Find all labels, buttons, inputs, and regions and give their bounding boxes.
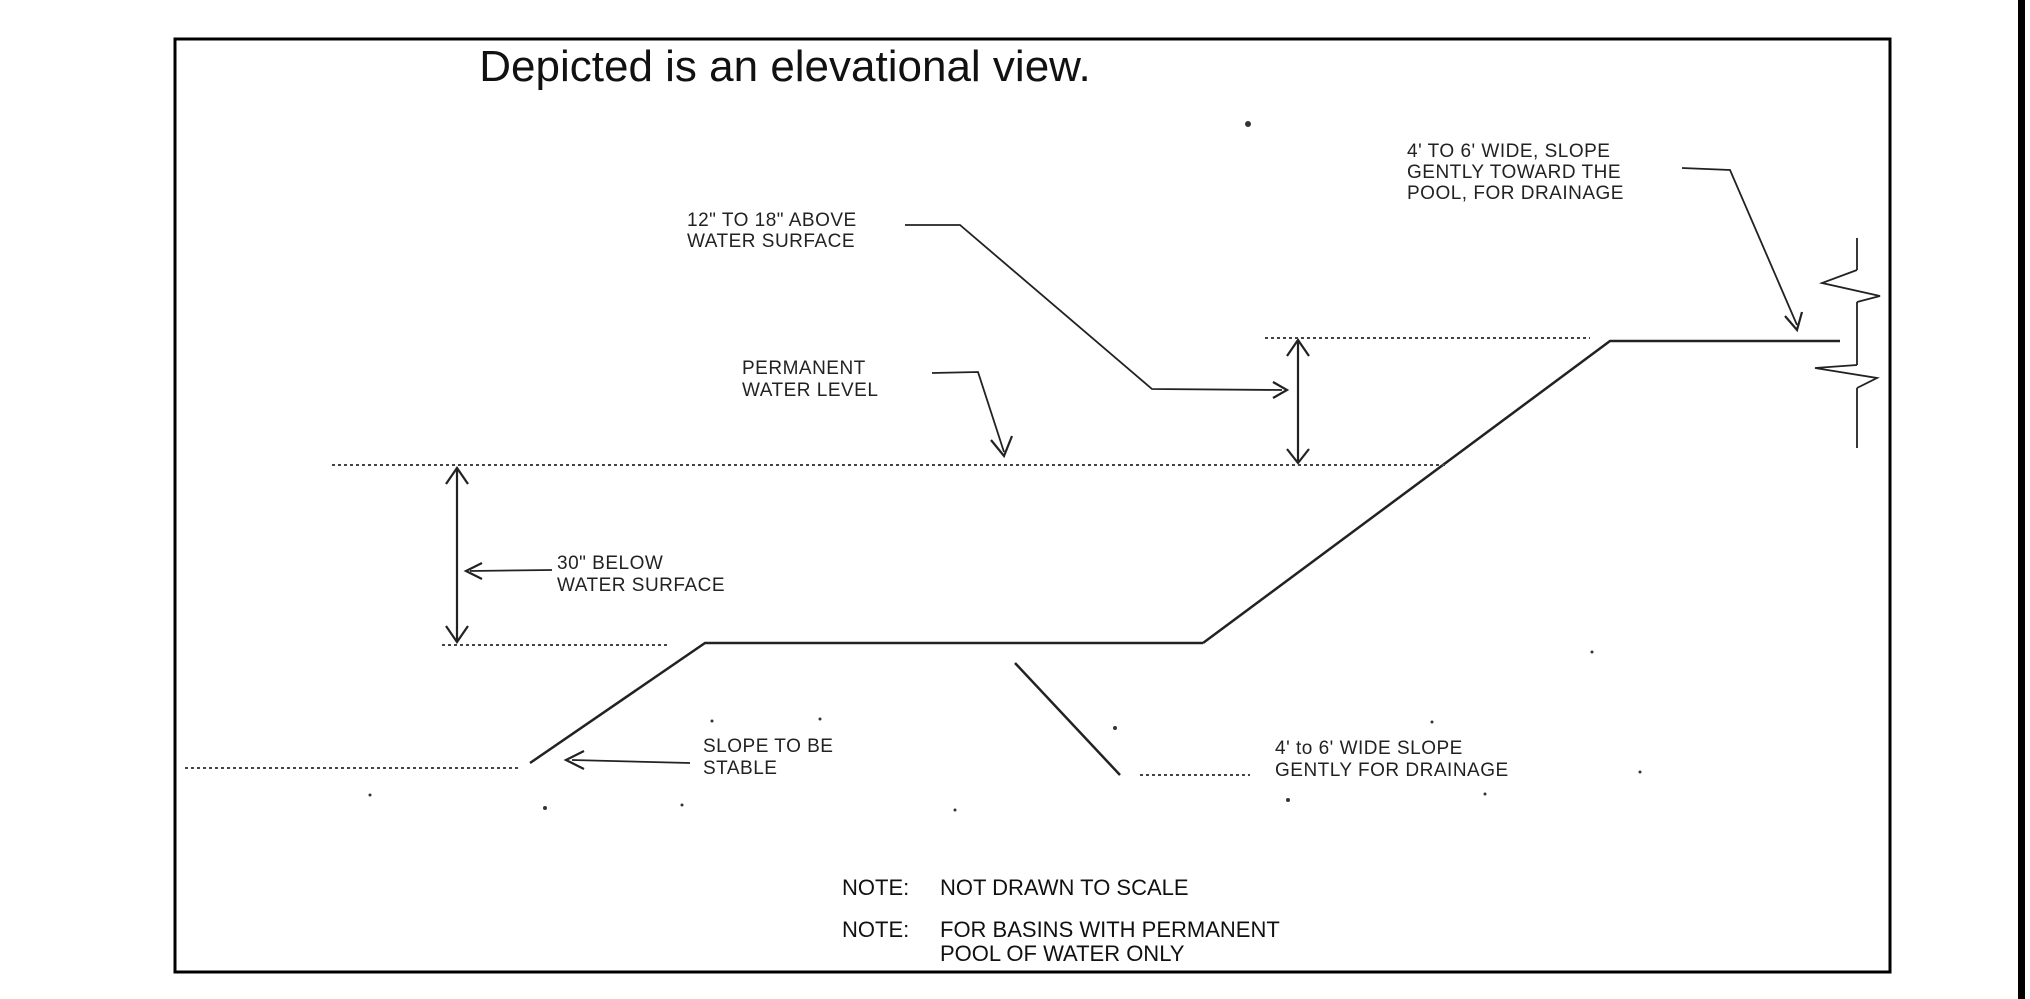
dimension-freeboard-arrow-top [1286, 338, 1310, 357]
label-shelf-top-line1: 4' TO 6' WIDE, SLOPE [1407, 141, 1610, 162]
note-2-text-line1: FOR BASINS WITH PERMANENT [940, 917, 1279, 942]
scan-speck [1638, 770, 1642, 774]
note-2-text-line2: POOL OF WATER ONLY [940, 941, 1185, 966]
arrowhead-slope-stable [563, 750, 585, 770]
right-edge-bar [2018, 0, 2025, 999]
arrowhead-freeboard [1272, 381, 1290, 399]
break-line-upper [1818, 269, 1881, 303]
break-line-lower [1814, 364, 1880, 389]
figure-border [173, 37, 1892, 974]
arrowhead-below-surface [463, 562, 483, 580]
upper-embankment-slope [1202, 339, 1840, 645]
scan-speck [953, 808, 957, 812]
diagram-title: Depicted is an elevational view. [479, 42, 1090, 91]
label-freeboard-line1: 12" TO 18" ABOVE [687, 210, 857, 231]
scan-speck [1483, 792, 1487, 796]
scan-speck [1245, 121, 1251, 127]
scan-speck [1286, 798, 1290, 802]
pool-bottom-bench [529, 641, 1203, 765]
note-2-text: FOR BASINS WITH PERMANENT POOL OF WATER … [940, 917, 1286, 966]
label-slope-stable-line1: SLOPE TO BE [703, 736, 833, 757]
leader-below-surface [469, 569, 553, 572]
label-permanent-water-line2: WATER LEVEL [742, 380, 878, 401]
leader-slope-stable [571, 759, 691, 764]
label-shelf-top-line3: POOL, FOR DRAINAGE [1407, 183, 1624, 204]
scan-speck [710, 719, 714, 723]
dimension-below-arrow-bottom [445, 625, 469, 644]
dimension-freeboard-arrow-bottom [1286, 448, 1310, 465]
note-1-label: NOTE: [842, 875, 909, 900]
label-shelf-bottom-line2: GENTLY FOR DRAINAGE [1275, 760, 1509, 781]
label-slope-stable-line2: STABLE [703, 758, 777, 779]
dimension-below-arrow-top [445, 466, 469, 485]
label-below-surface: 30" BELOW WATER SURFACE [557, 553, 725, 596]
leader-permanent-water [931, 371, 1005, 453]
scan-speck [1430, 720, 1434, 724]
label-shelf-top: 4' TO 6' WIDE, SLOPE GENTLY TOWARD THE P… [1407, 141, 1627, 204]
scan-speck [543, 806, 547, 810]
leader-freeboard [905, 224, 1283, 391]
scan-speck [818, 717, 822, 721]
label-permanent-water-line1: PERMANENT [742, 358, 866, 379]
label-shelf-bottom: 4' to 6' WIDE SLOPE GENTLY FOR DRAINAGE [1275, 738, 1509, 781]
inner-berm-slope [1014, 662, 1121, 776]
label-freeboard: 12" TO 18" ABOVE WATER SURFACE [687, 210, 863, 252]
scan-speck [368, 793, 372, 797]
label-shelf-top-line2: GENTLY TOWARD THE [1407, 162, 1621, 183]
leader-shelf-top [1681, 167, 1798, 326]
label-freeboard-line2: WATER SURFACE [687, 231, 855, 252]
arrowhead-permanent-water [990, 435, 1014, 459]
note-1-text: NOT DRAWN TO SCALE [940, 875, 1189, 900]
label-permanent-water: PERMANENT WATER LEVEL [742, 358, 878, 401]
arrowhead-shelf-top [1784, 311, 1804, 333]
scan-speck [680, 803, 684, 807]
label-below-surface-line1: 30" BELOW [557, 553, 663, 574]
scan-speck [1113, 726, 1117, 730]
scan-speck [1590, 650, 1594, 654]
label-shelf-bottom-line1: 4' to 6' WIDE SLOPE [1275, 738, 1463, 759]
label-slope-stable: SLOPE TO BE STABLE [703, 736, 839, 779]
note-2-label: NOTE: [842, 917, 909, 942]
label-below-surface-line2: WATER SURFACE [557, 575, 725, 596]
